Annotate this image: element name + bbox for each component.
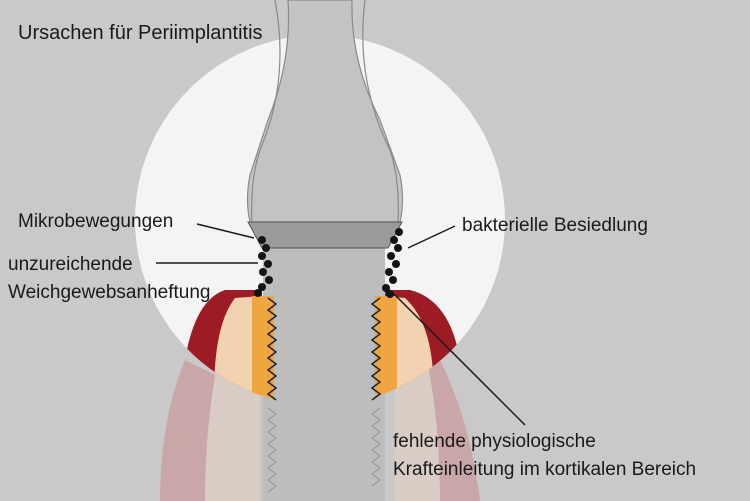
- bacteria-right: [382, 228, 403, 298]
- leader-bacteria: [407, 225, 456, 249]
- label-soft-tissue-line1: unzureichende: [8, 254, 133, 275]
- label-bacterial-colonization: bakterielle Besiedlung: [462, 215, 648, 236]
- figure-title: Ursachen für Periimplantitis: [18, 22, 263, 44]
- bacteria-left: [254, 236, 273, 297]
- implant-threads-faded: [267, 407, 381, 493]
- label-force-line2: Krafteinleitung im kortikalen Bereich: [393, 459, 697, 480]
- label-micromovements: Mikrobewegungen: [18, 211, 174, 232]
- leader-lines: [156, 223, 526, 426]
- leader-force: [389, 289, 526, 426]
- implant: [246, 0, 404, 501]
- leader-micro: [196, 223, 255, 239]
- label-soft-tissue-line2: Weichgewebsanheftung: [8, 282, 211, 303]
- implant-threads: [266, 297, 382, 401]
- label-force-line1: fehlende physiologische: [393, 431, 596, 452]
